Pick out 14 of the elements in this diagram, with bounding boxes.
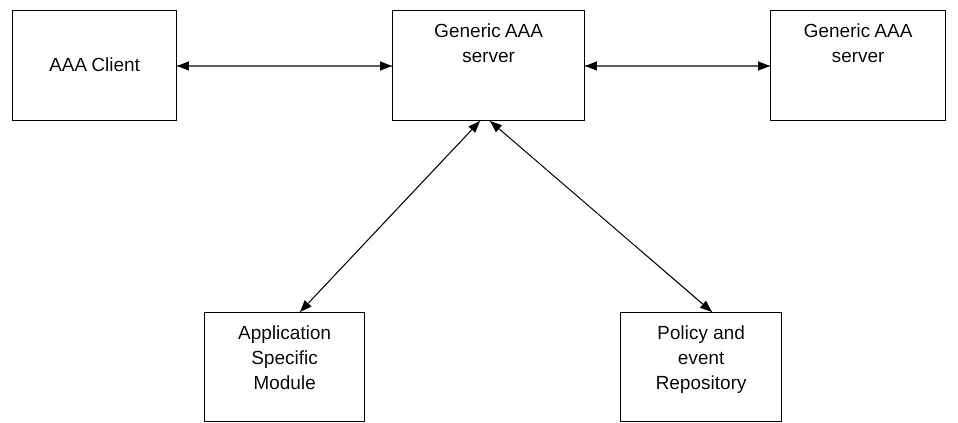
box-label: Application Specific Module (237, 322, 332, 396)
process-box (12, 10, 177, 121)
box-label: Generic AAA server (803, 20, 913, 69)
double-arrow (177, 61, 392, 71)
process-box (770, 10, 946, 121)
box-label: AAA Client (49, 54, 140, 78)
double-arrow (585, 61, 770, 71)
process-box (204, 312, 365, 422)
process-box (620, 312, 782, 422)
double-arrow (300, 120, 480, 312)
box-label: Policy and event Repository (654, 322, 748, 396)
double-arrow (490, 120, 712, 312)
process-box (392, 10, 585, 121)
box-label: Generic AAA server (434, 20, 544, 69)
